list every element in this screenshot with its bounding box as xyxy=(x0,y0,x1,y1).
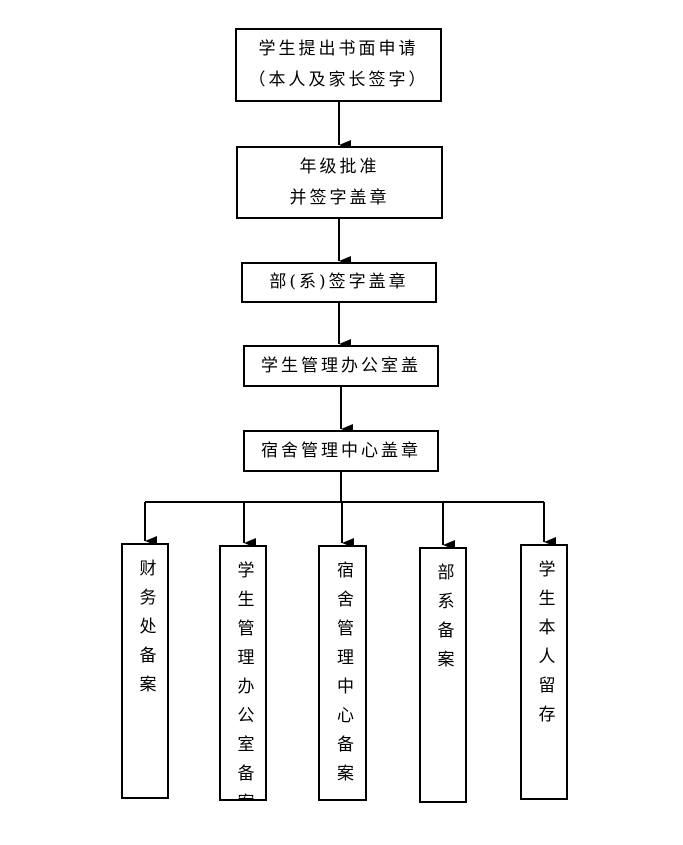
step-grade-approval-line2: 并签字盖章 xyxy=(289,187,390,208)
archive-dormitory-center: 宿舍管理中心备案 xyxy=(318,545,367,801)
step-written-application-line1: 学生提出书面申请 xyxy=(258,39,419,59)
step-student-affairs-seal-label: 学生管理办公室盖 xyxy=(261,355,421,376)
step-student-affairs-seal: 学生管理办公室盖 xyxy=(243,345,439,387)
step-grade-approval-line1: 年级批准 xyxy=(299,156,380,177)
step-department-seal: 部(系)签字盖章 xyxy=(241,262,437,303)
archive-student-copy: 学生本人留存 xyxy=(520,544,568,800)
archive-department: 部系备案 xyxy=(419,547,467,803)
archive-finance-office-label: 财务处备案 xyxy=(135,559,156,704)
archive-student-affairs-office-label: 学生管理办公室备案 xyxy=(233,561,254,801)
archive-dormitory-center-label: 宿舍管理中心备案 xyxy=(333,561,353,793)
step-grade-approval: 年级批准 并签字盖章 xyxy=(236,146,443,219)
archive-department-label: 部系备案 xyxy=(433,563,454,679)
archive-finance-office: 财务处备案 xyxy=(121,543,169,799)
archive-student-copy-label: 学生本人留存 xyxy=(534,560,555,734)
step-written-application-line2: （本人及家长签字） xyxy=(248,70,429,90)
step-dormitory-seal: 宿舍管理中心盖章 xyxy=(243,430,439,472)
step-department-seal-label: 部(系)签字盖章 xyxy=(269,272,409,292)
step-dormitory-seal-label: 宿舍管理中心盖章 xyxy=(261,440,421,461)
step-written-application: 学生提出书面申请 （本人及家长签字） xyxy=(235,28,442,102)
archive-student-affairs-office: 学生管理办公室备案 xyxy=(219,545,267,801)
